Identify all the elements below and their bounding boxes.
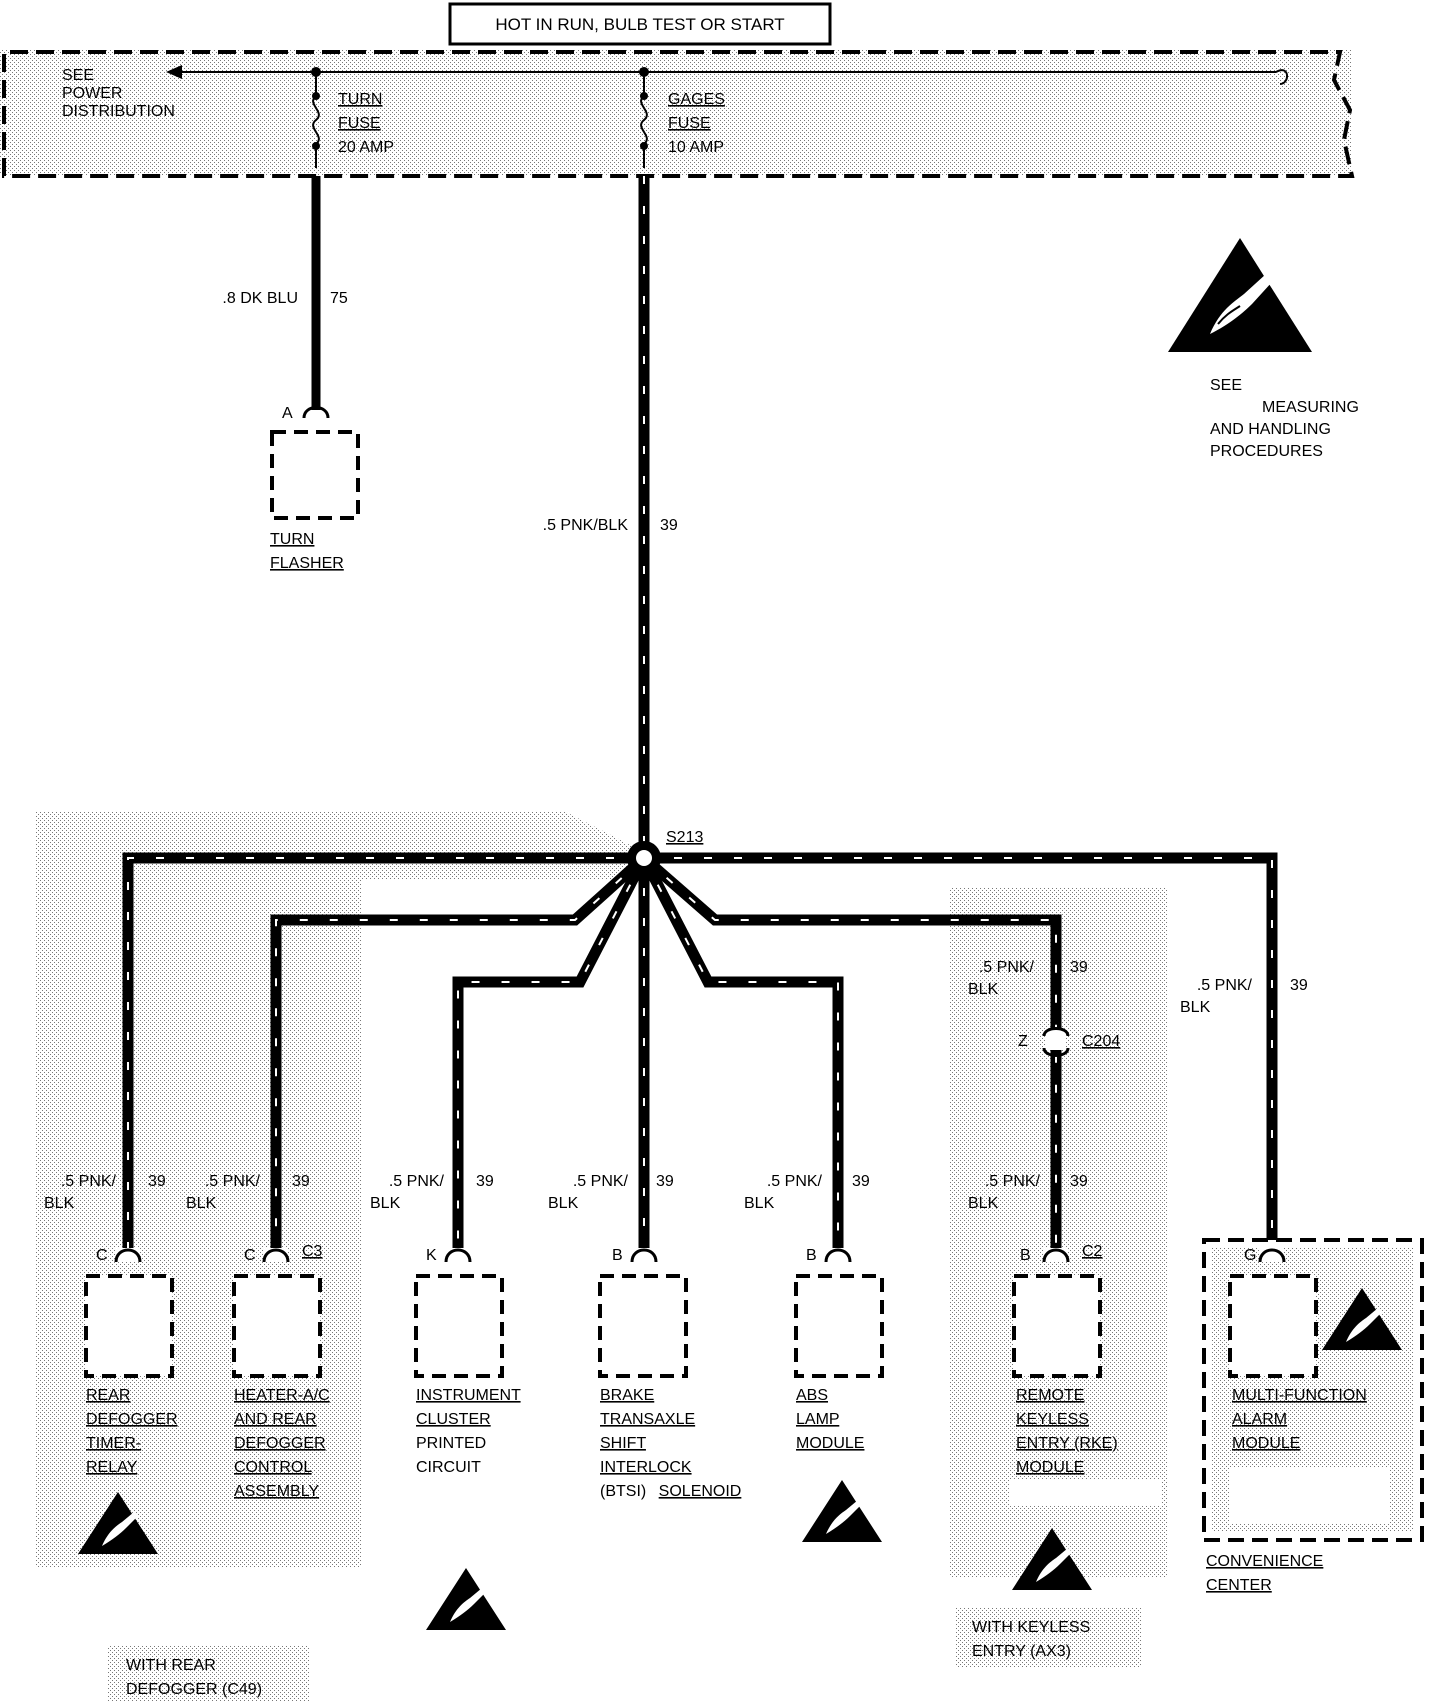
header-box [448,2,832,46]
fuse-block-border [2,50,1355,178]
bus-arrow-icon [166,65,182,79]
wire-label-alarm: .5 PNK/ BLK 39 [1180,977,1308,1016]
splice-label: S213 [666,829,703,846]
svg-text:39: 39 [292,1173,310,1190]
keyless-option-shade [956,1608,1142,1668]
svg-text:BLK: BLK [968,981,999,998]
svg-text:BLK: BLK [370,1195,401,1212]
component-btsi: B BRAKE TRANSAXLE SHIFT INTERLOCK (BTSI)… [598,1247,741,1500]
wire-label-rke-lower: .5 PNK/ BLK 39 [968,1173,1088,1212]
gages-fuse-label: GAGES FUSE 10 AMP [668,91,729,156]
wire-label-rke-upper: .5 PNK/ BLK 39 [968,959,1088,998]
convenience-center-label: CONVENIENCE CENTER [1206,1553,1328,1594]
svg-text:.5 PNK/: .5 PNK/ [205,1173,261,1190]
svg-text:39: 39 [656,1173,674,1190]
svg-text:HEATER-A/C AND REAR: HEATER-A/C AND REAR DEFOGGER CONTROL ASS… [234,1387,334,1500]
svg-text:INSTRUMENT CLUSTER: INSTRUMENT CLUSTER PRINTED CIRCUIT [416,1387,525,1476]
gages-wire-color: .5 PNK/BLK [543,517,629,534]
turn-wire-color: .8 DK BLU [222,290,298,307]
esd-icon-abs [802,1480,882,1542]
svg-text:39: 39 [1070,1173,1088,1190]
turn-fuse-node-lower [312,142,320,150]
esd-warning-icon [1167,237,1313,353]
keyless-blank-patch [1010,1480,1162,1506]
rear-defogger-shade-region [36,812,640,1568]
svg-text:ABS LAMP MODULE: ABS LAMP MODULE [796,1387,864,1452]
component-alarm-module: G MULTI-FUNCTION ALARM MODULE [1228,1247,1371,1452]
svg-text:.5 PNK/: .5 PNK/ [1197,977,1253,994]
c3-label: C3 [302,1243,323,1260]
gages-fuse-node-lower [640,142,648,150]
fuse-block-region [0,50,1352,176]
wire-label-defogger: .5 PNK/ BLK 39 [44,1173,166,1212]
flasher-terminal-icon [302,406,330,419]
svg-text:B: B [1020,1247,1031,1264]
component-heater-ac: C C3 HEATER-A/C AND REAR DEFOGGER CONTRO… [232,1243,334,1500]
gages-wire-circuit: 39 [660,517,678,534]
svg-text:C: C [244,1247,256,1264]
convenience-center-blank [1230,1468,1390,1524]
component-abs-lamp: B ABS LAMP MODULE [794,1247,884,1452]
wire-label-btsi: .5 PNK/ BLK 39 [548,1173,674,1212]
svg-text:B: B [806,1247,817,1264]
rear-defogger-option: WITH REAR DEFOGGER (C49) [126,1657,262,1698]
rear-defogger-option-shade [108,1646,310,1702]
svg-text:39: 39 [148,1173,166,1190]
c204-gap [1046,1030,1066,1050]
svg-text:BLK: BLK [744,1195,775,1212]
c204-connector-icon [1042,1027,1070,1057]
splice-s213-center [636,850,652,866]
turn-flasher-box [270,430,360,520]
svg-text:.5 PNK/: .5 PNK/ [389,1173,445,1190]
svg-text:39: 39 [1290,977,1308,994]
svg-text:39: 39 [852,1173,870,1190]
branch-wires [122,852,1278,1250]
turn-fuse-node [312,92,320,100]
gages-fuse-icon [640,72,648,168]
header-title: HOT IN RUN, BULB TEST OR START [495,15,784,34]
wire-label-heater: .5 PNK/ BLK 39 [186,1173,310,1212]
c204-label: C204 [1082,1033,1120,1050]
component-instrument-cluster: K INSTRUMENT CLUSTER PRINTED CIRCUIT [414,1247,525,1476]
svg-text:39: 39 [476,1173,494,1190]
power-dist-label: SEE POWER DISTRIBUTION [62,67,175,120]
svg-text:REAR DEFOGGER TIME: REAR DEFOGGER TIMER- RELAY [86,1387,182,1476]
svg-text:REMOTE KEYLESS ENT: REMOTE KEYLESS ENTRY (RKE) MODULE [1016,1387,1122,1476]
svg-text:BRAKE TRANSAXLE SH: BRAKE TRANSAXLE SHIFT INTERLOCK (BTSI) S… [600,1387,741,1500]
svg-text:G: G [1244,1247,1256,1264]
gages-fuse-node [640,92,648,100]
turn-flasher-label: TURN FLASHER [270,531,344,572]
svg-text:C: C [96,1247,108,1264]
svg-text:.5 PNK/: .5 PNK/ [979,959,1035,976]
svg-text:.5 PNK/: .5 PNK/ [985,1173,1041,1190]
svg-text:BLK: BLK [968,1195,999,1212]
turn-fuse-icon [312,72,320,168]
c204-pin: Z [1018,1033,1028,1050]
component-rke-module: B C2 REMOTE KEYLESS ENTRY (RKE) MODULE [1012,1243,1122,1476]
svg-text:BLK: BLK [186,1195,217,1212]
esd-icon-cluster [426,1568,506,1630]
svg-text:39: 39 [1070,959,1088,976]
wire-label-cluster: .5 PNK/ BLK 39 [370,1173,494,1212]
keyless-option: WITH KEYLESS ENTRY (AX3) [972,1619,1095,1660]
wire-label-abs: .5 PNK/ BLK 39 [744,1173,870,1212]
c2-label: C2 [1082,1243,1103,1260]
svg-text:K: K [426,1247,437,1264]
svg-text:.5 PNK/: .5 PNK/ [61,1173,117,1190]
svg-text:BLK: BLK [44,1195,75,1212]
esd-note: SEE MEASURING AND HANDLING PROCEDURES [1210,377,1363,460]
svg-text:.5 PNK/: .5 PNK/ [767,1173,823,1190]
svg-text:BLK: BLK [548,1195,579,1212]
svg-text:MULTI-FUNCTION ALARM: MULTI-FUNCTION ALARM MODULE [1232,1387,1371,1452]
turn-fuse-label: TURN FUSE 20 AMP [338,91,394,156]
component-rear-defogger: C REAR DEFOGGER TIMER- RELAY [84,1247,182,1476]
svg-text:BLK: BLK [1180,999,1211,1016]
svg-text:.5 PNK/: .5 PNK/ [573,1173,629,1190]
flasher-pin: A [282,405,293,422]
svg-text:B: B [612,1247,623,1264]
turn-wire-circuit: 75 [330,290,348,307]
bus-end-icon [1275,69,1288,85]
